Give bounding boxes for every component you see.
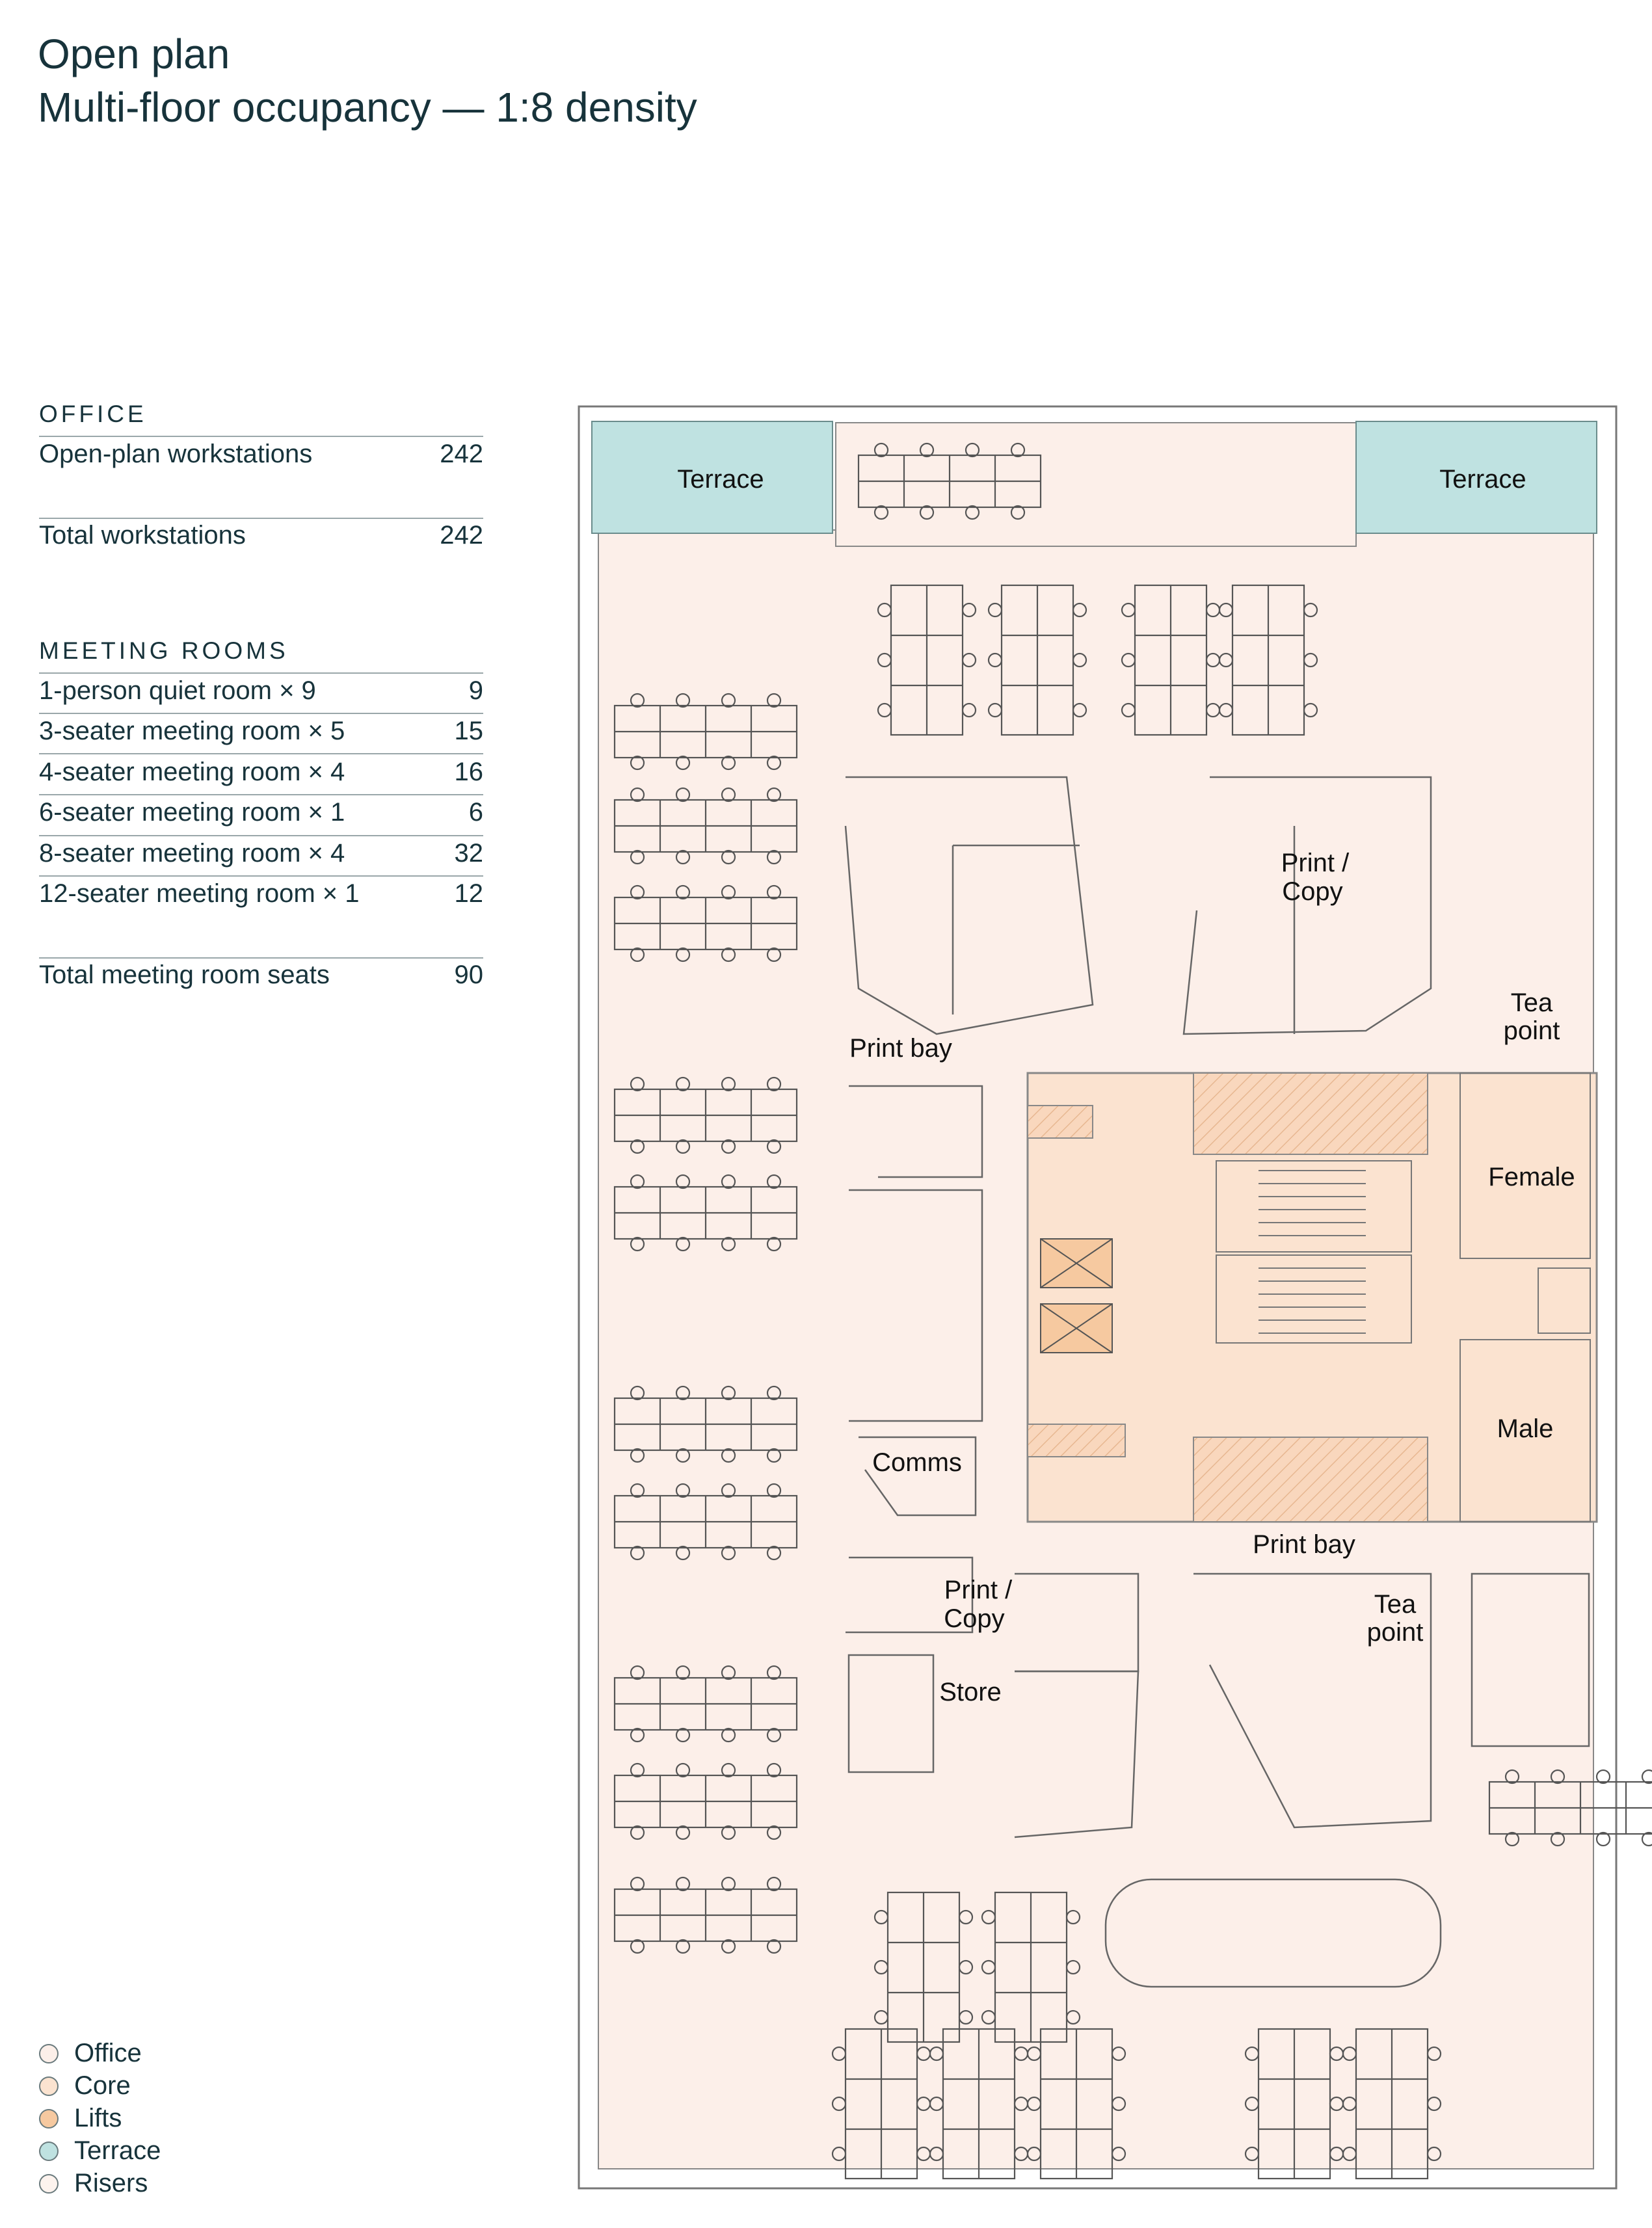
- title-line-1: Open plan: [38, 31, 230, 77]
- meeting-row-value: 12: [454, 879, 484, 908]
- title-line-2: Multi-floor occupancy — 1:8 density: [38, 84, 697, 131]
- office-total-label: Total workstations: [39, 521, 246, 550]
- tea-point-top-label-1: Tea: [1511, 988, 1553, 1017]
- female-washroom-label: Female: [1488, 1163, 1575, 1191]
- meeting-row-value: 9: [468, 676, 483, 705]
- meeting-row-value: 16: [454, 758, 484, 786]
- page-title: Open plan Multi-floor occupancy — 1:8 de…: [38, 27, 697, 134]
- legend-label: Core: [74, 2071, 131, 2100]
- male-washroom-label: Male: [1497, 1414, 1554, 1443]
- meeting-row-label: 1-person quiet room × 9: [39, 676, 316, 705]
- print-copy-bottom-label-1: Print /: [944, 1576, 1013, 1604]
- divider: [39, 875, 483, 877]
- tea-point-top-label-2: point: [1504, 1016, 1560, 1045]
- tea-point-bottom-label-2: point: [1367, 1618, 1424, 1647]
- divider: [39, 794, 483, 795]
- risers-swatch: [39, 2173, 59, 2194]
- divider: [39, 957, 483, 959]
- terrace-left-label: Terrace: [677, 465, 764, 494]
- meeting-row-label: 3-seater meeting room × 5: [39, 717, 345, 745]
- print-copy-top-label-1: Print /: [1281, 849, 1350, 877]
- meeting-row-label: 8-seater meeting room × 4: [39, 839, 345, 868]
- legend-item-risers: Risers: [39, 2169, 148, 2198]
- core-swatch: [39, 2076, 59, 2096]
- legend-item-terrace: Terrace: [39, 2136, 161, 2166]
- divider: [39, 672, 483, 674]
- meeting-row-label: 6-seater meeting room × 1: [39, 798, 345, 827]
- comms-room-label: Comms: [872, 1448, 962, 1477]
- legend-label: Office: [74, 2039, 142, 2067]
- legend-item-core: Core: [39, 2071, 131, 2101]
- print-bay-bottom-label: Print bay: [1253, 1530, 1355, 1559]
- meeting-row-label: 4-seater meeting room × 4: [39, 758, 345, 786]
- print-bay-top-label: Print bay: [849, 1034, 952, 1063]
- office-heading: OFFICE: [39, 401, 147, 427]
- meeting-total-value: 90: [454, 961, 484, 989]
- office-row-label: Open-plan workstations: [39, 440, 313, 468]
- legend-label: Lifts: [74, 2104, 122, 2132]
- meeting-total-label: Total meeting room seats: [39, 961, 330, 989]
- divider: [39, 518, 483, 519]
- terrace-right-label: Terrace: [1439, 465, 1526, 494]
- meeting-heading: MEETING ROOMS: [39, 637, 289, 664]
- print-copy-top-label-2: Copy: [1282, 877, 1342, 906]
- store-room-label: Store: [939, 1678, 1002, 1706]
- legend-label: Risers: [74, 2169, 148, 2197]
- divider: [39, 835, 483, 836]
- terrace-swatch: [39, 2141, 59, 2161]
- legend-item-office: Office: [39, 2039, 142, 2068]
- divider: [39, 713, 483, 714]
- office-swatch: [39, 2043, 59, 2063]
- tea-point-bottom-label-1: Tea: [1374, 1590, 1417, 1619]
- meeting-row-value: 15: [454, 717, 484, 745]
- office-row-value: 242: [440, 440, 483, 468]
- meeting-row-value: 32: [454, 839, 484, 868]
- lifts-swatch: [39, 2108, 59, 2129]
- office-total-value: 242: [440, 521, 483, 550]
- divider: [39, 753, 483, 754]
- meeting-row-value: 6: [468, 798, 483, 827]
- meeting-row-label: 12-seater meeting room × 1: [39, 879, 360, 908]
- legend-item-lifts: Lifts: [39, 2104, 122, 2133]
- divider: [39, 436, 483, 437]
- print-copy-bottom-label-2: Copy: [944, 1604, 1004, 1633]
- legend-label: Terrace: [74, 2136, 161, 2165]
